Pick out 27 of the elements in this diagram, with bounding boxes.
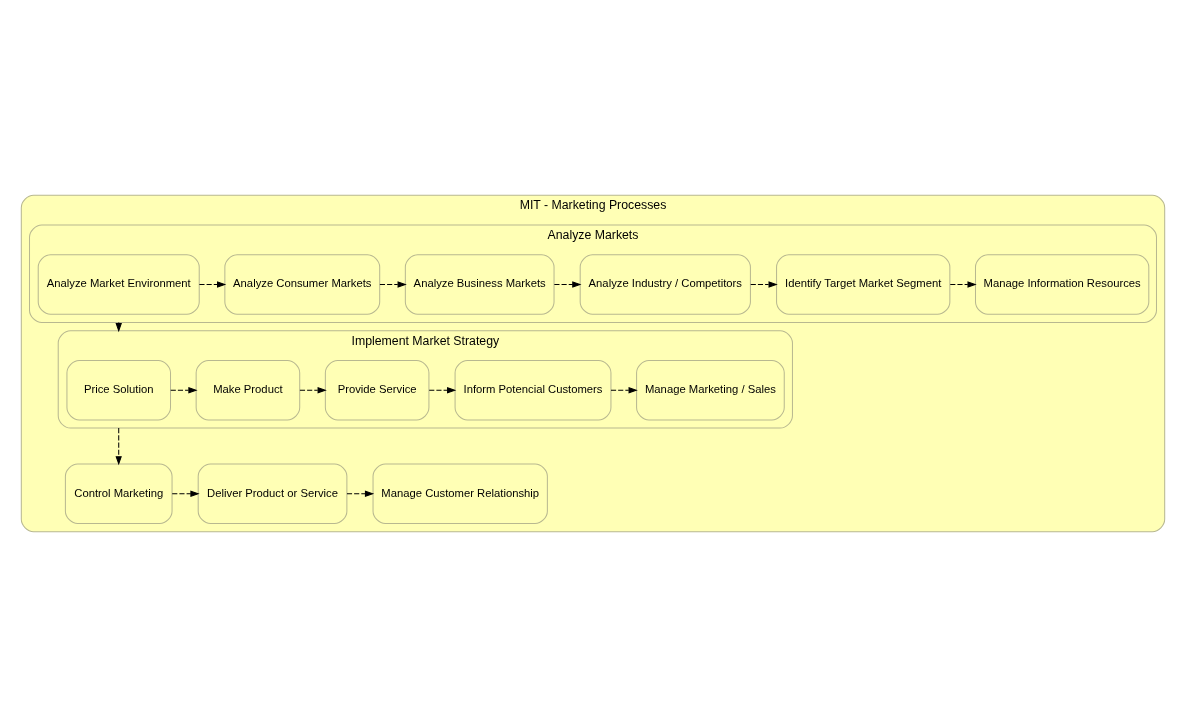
node-box: Analyze Industry / Competitors <box>579 253 751 315</box>
arrow <box>345 490 374 497</box>
node-box: Deliver Product or Service <box>197 463 347 524</box>
arrow <box>749 280 778 288</box>
arrow <box>198 280 226 288</box>
node-box: Price Solution <box>65 359 171 420</box>
arrow <box>378 280 407 288</box>
arrow <box>609 386 638 393</box>
node-box: Make Product <box>195 359 300 420</box>
node-box: Manage Information Resources <box>974 253 1149 315</box>
node-box: Analyze Consumer Markets <box>223 253 380 315</box>
arrow <box>115 427 122 465</box>
node-box: Manage Customer Relationship <box>372 463 548 524</box>
arrow <box>949 280 977 288</box>
node-box: Inform Potencial Customers <box>454 359 611 420</box>
node-box: Identify Target Market Segment <box>775 253 950 315</box>
node-box: Analyze Market Environment <box>37 253 200 315</box>
node-box: Analyze Business Markets <box>404 253 555 315</box>
node-box: Provide Service <box>324 359 429 420</box>
arrow <box>171 490 200 497</box>
arrow <box>553 280 581 288</box>
node-box: Manage Marketing / Sales <box>635 359 785 420</box>
arrow <box>169 386 198 393</box>
arrow <box>298 386 327 393</box>
arrow <box>428 386 456 393</box>
arrow <box>115 321 122 332</box>
node-box: Control Marketing <box>64 463 173 524</box>
